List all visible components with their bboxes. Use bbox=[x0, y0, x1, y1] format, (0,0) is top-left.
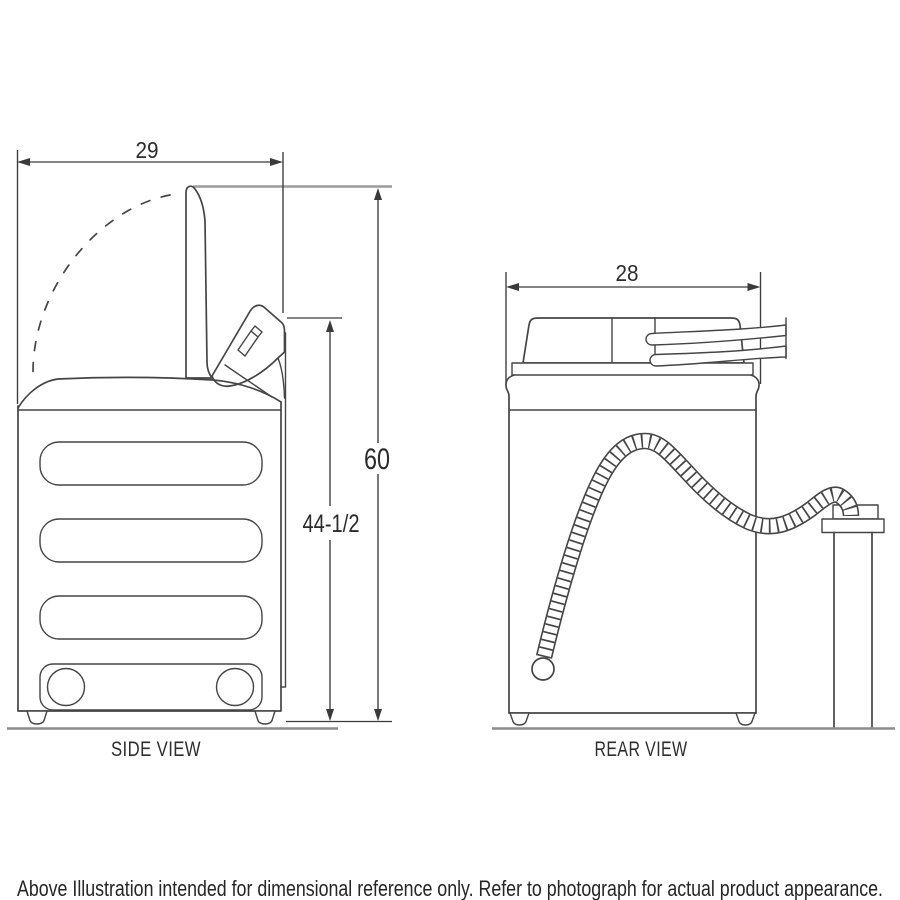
cord-upper bbox=[645, 324, 787, 346]
rear-width-dim: 28 bbox=[616, 260, 639, 286]
control-console-side bbox=[211, 304, 286, 399]
side-view-label: SIDE VIEW bbox=[111, 738, 201, 761]
side-view-drawing: SIDE VIEW bbox=[7, 185, 392, 761]
base-panel bbox=[39, 663, 263, 711]
rear-cords bbox=[645, 317, 787, 367]
side-right-foot bbox=[254, 710, 276, 725]
console-base-band bbox=[511, 362, 754, 376]
drain-hose bbox=[531, 432, 860, 681]
footer-disclaimer: Above Illustration intended for dimensio… bbox=[17, 876, 883, 900]
cabinet-body-rear bbox=[505, 374, 760, 726]
height-lid-open-dim: 60 bbox=[364, 443, 390, 476]
side-slot-3 bbox=[39, 595, 263, 640]
side-view-dimensions: 29 60 44-1/2 bbox=[16, 137, 392, 723]
rear-view-drawing: 28 bbox=[492, 260, 895, 761]
console-knob bbox=[237, 330, 259, 357]
rear-left-foot bbox=[509, 712, 530, 726]
height-console-dim: 44-1/2 bbox=[303, 510, 360, 538]
hose-end-coupling bbox=[531, 657, 555, 681]
side-slot-1 bbox=[39, 441, 263, 486]
rear-right-foot bbox=[735, 712, 756, 726]
right-roller bbox=[215, 667, 255, 707]
cabinet-top-curve bbox=[17, 376, 282, 409]
rear-view-label: REAR VIEW bbox=[595, 738, 688, 761]
cord-lower bbox=[649, 345, 787, 367]
cabinet-back-edge bbox=[280, 332, 287, 688]
cabinet-body-side bbox=[17, 401, 282, 712]
side-width-dim: 29 bbox=[136, 137, 159, 163]
left-roller bbox=[46, 667, 86, 707]
side-left-foot bbox=[26, 710, 48, 725]
drain-standpipe bbox=[821, 504, 885, 729]
standpipe-collar bbox=[821, 518, 885, 534]
open-lid bbox=[185, 185, 213, 379]
control-console-rear bbox=[511, 317, 754, 376]
lid-swing-arc bbox=[32, 194, 171, 373]
side-slot-2 bbox=[39, 518, 263, 563]
